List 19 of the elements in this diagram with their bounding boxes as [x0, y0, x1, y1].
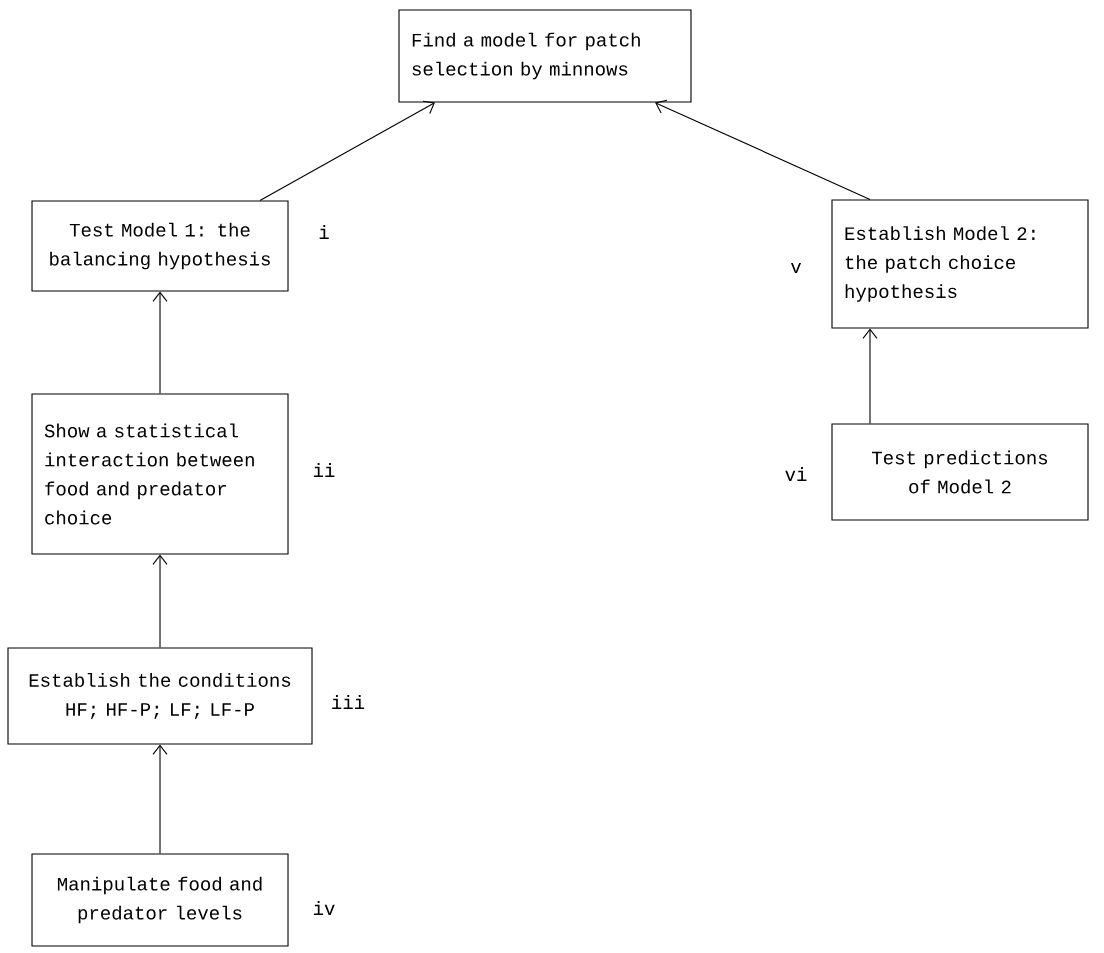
- arrow: [152, 291, 168, 394]
- arrow: [655, 99, 871, 200]
- step-box: Establish Model 2: the patch choice hypothesis: [831, 199, 1089, 329]
- step-label: v: [790, 263, 802, 273]
- arrow: [152, 554, 168, 648]
- step-box: Manipulate food and predator levels: [31, 853, 289, 947]
- step-label: i: [319, 225, 329, 239]
- arrow: [259, 100, 435, 201]
- step-label: iv: [313, 901, 335, 915]
- step-box: Find a model for patch selection by minnows: [398, 9, 692, 103]
- step-box: Test predictions of Model 2: [831, 423, 1089, 521]
- step-box: Show a statistical interaction between food and predator choice: [31, 393, 289, 555]
- step-label: vi: [785, 467, 807, 481]
- step-label: ii: [313, 463, 335, 477]
- arrow: [152, 744, 168, 854]
- step-box: Test Model 1: the balancing hypothesis: [31, 200, 289, 292]
- step-box: Establish the conditions HF; HF-P; LF; LF-P: [7, 647, 313, 745]
- step-label: iii: [332, 695, 365, 709]
- arrow: [862, 328, 878, 424]
